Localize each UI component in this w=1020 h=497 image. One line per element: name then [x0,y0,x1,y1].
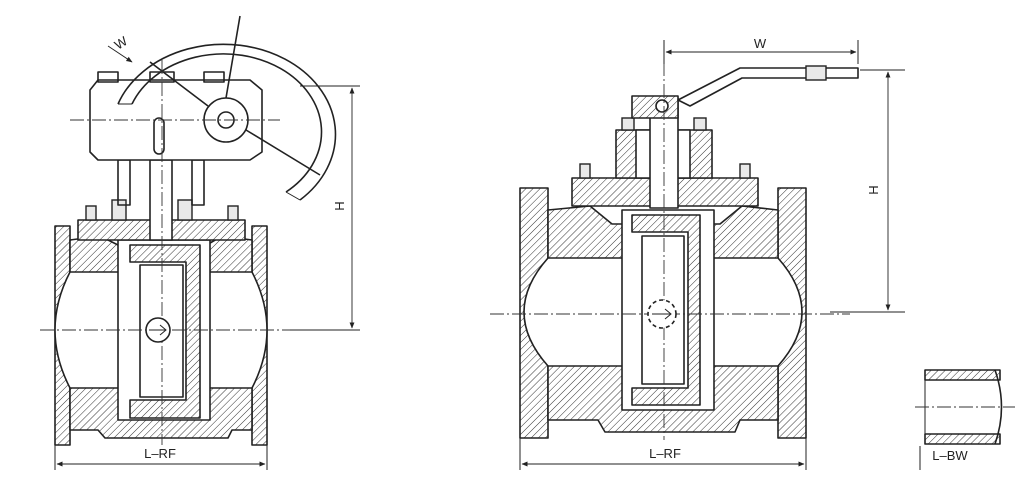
left-w-label: W [112,33,131,53]
right-h-label: H [866,185,881,194]
left-h-label: H [332,201,347,210]
right-w-label: W [754,36,767,51]
right-valve-view [490,40,905,470]
left-valve-view [40,15,360,470]
right-length-label: L–RF [649,446,681,461]
left-length-label: L–RF [144,446,176,461]
bw-length-label: L–BW [932,448,968,463]
butt-weld-end-detail [915,369,1015,470]
